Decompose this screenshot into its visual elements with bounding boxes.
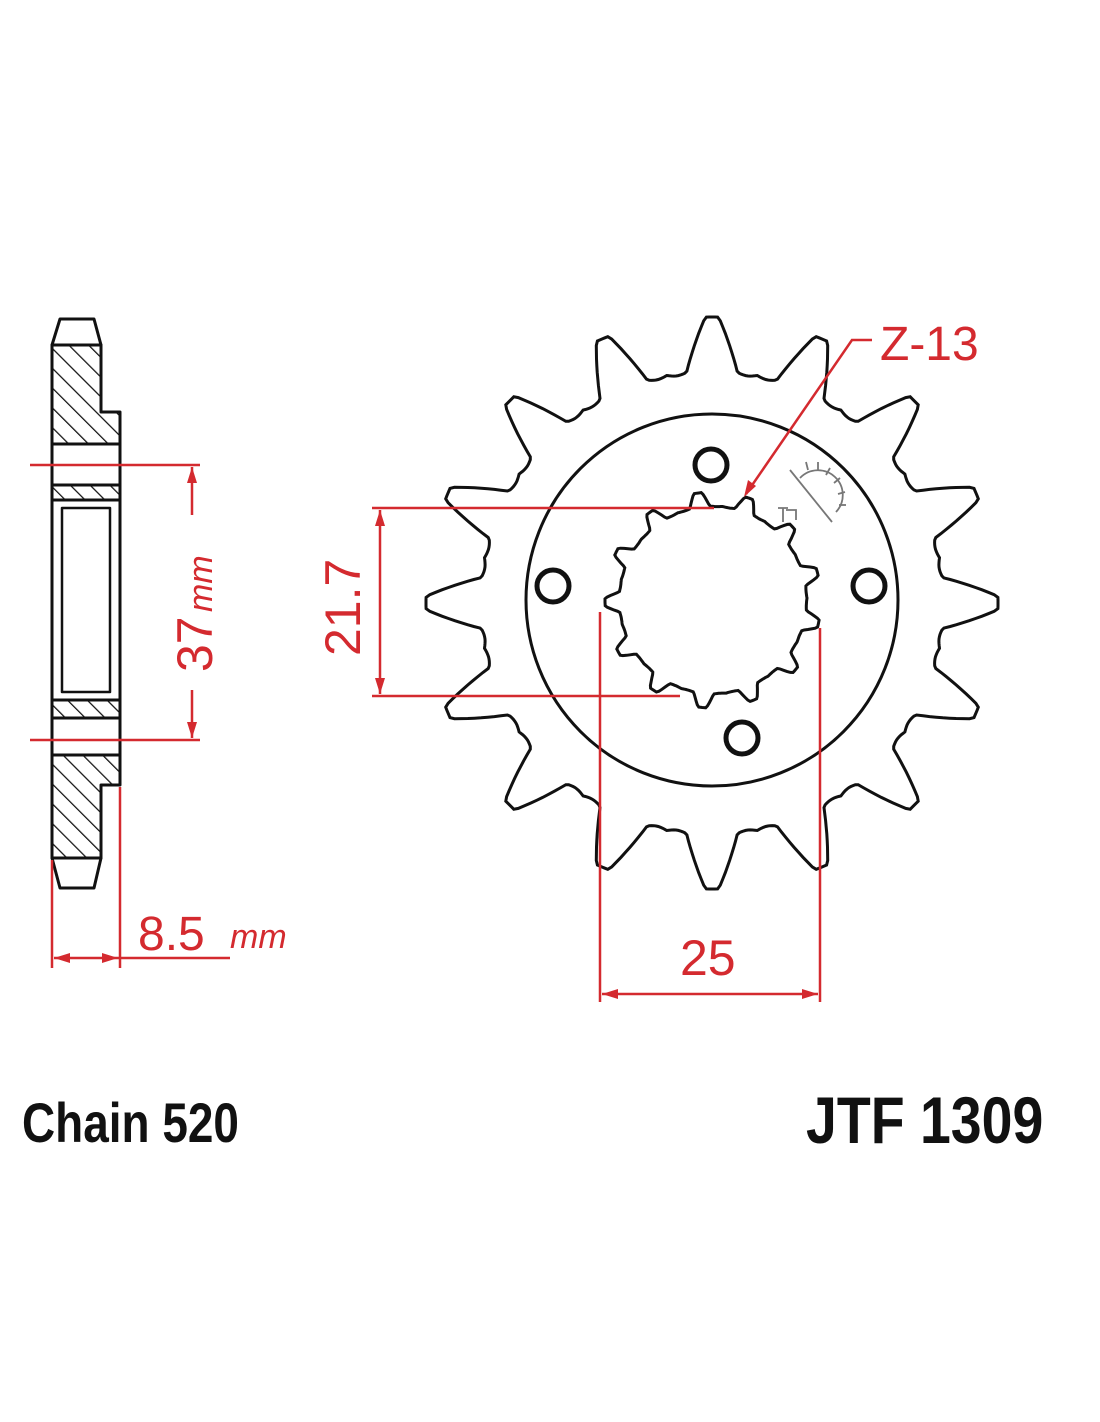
side-upper-hatch (50, 343, 122, 446)
thickness-dimension-unit: mm (230, 918, 287, 956)
thickness-dimension-value: 8.5 (138, 908, 205, 961)
side-lower-hub-hatch (50, 698, 122, 720)
bolt-hole-top (692, 446, 730, 484)
bore-dimension (30, 463, 200, 742)
spline-outer-dimension-value: 25 (680, 930, 736, 986)
bolt-hole-left (534, 567, 572, 605)
spline-inner-dimension (372, 506, 714, 698)
spline-inner-dimension-value: 21.7 (315, 559, 371, 656)
side-bore-inner (60, 506, 112, 694)
spline-count-leader (744, 338, 872, 497)
bolt-hole-right (850, 567, 888, 605)
side-lower-hatch (50, 753, 122, 860)
chain-size-label: Chain 520 (22, 1091, 239, 1154)
part-number-label: JTF 1309 (806, 1083, 1044, 1157)
hub-circle (524, 412, 900, 788)
jt-logo-icon (778, 461, 846, 523)
side-upper-hub-hatch (50, 483, 122, 502)
sprocket-teeth-outline (424, 315, 1000, 891)
spline-count-label: Z-13 (880, 318, 979, 371)
bore-dimension-unit: mm (182, 555, 220, 612)
thickness-dimension (50, 787, 230, 968)
side-top-tooth (50, 317, 103, 347)
side-bottom-tooth (50, 856, 103, 890)
front-view (424, 315, 1000, 891)
spline-bore-outline (603, 490, 821, 710)
side-lower-band (50, 716, 122, 757)
bolt-hole-bottom (723, 719, 761, 757)
bore-dimension-value: 37 (167, 616, 223, 672)
spline-outer-dimension (598, 612, 822, 1002)
side-view (50, 317, 122, 890)
